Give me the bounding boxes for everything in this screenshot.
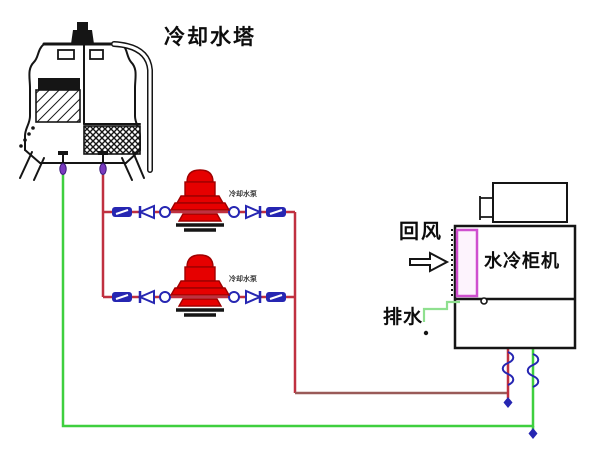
water-cooled-cabinet-drawing (451, 182, 577, 350)
return-air-arrow-icon (409, 251, 450, 273)
drain-label: 排水 (383, 307, 424, 328)
gauge-icon (159, 291, 171, 303)
red-pipe-end-fitting-icon (503, 397, 513, 408)
drain-end-dot (423, 330, 429, 336)
check-valve-icon (245, 204, 263, 220)
pump-branch-2 (103, 254, 295, 317)
cooling-tower-label: 冷却水塔 (164, 26, 256, 49)
cabinet-label: 水冷柜机 (484, 251, 560, 271)
check-valve-icon (137, 204, 155, 220)
pump-branch-1 (103, 169, 295, 232)
return-air-label: 回风 (399, 221, 443, 243)
tower-louver-mesh (83, 125, 141, 155)
tower-fan-motor-icon (71, 22, 94, 44)
tower-outlet-right (98, 151, 108, 175)
pump-1-label: 冷却水泵 (229, 191, 257, 198)
check-valve-icon (245, 289, 263, 305)
tower-fill-hatch (35, 89, 81, 123)
pump-2-label: 冷却水泵 (229, 276, 257, 283)
valve-icon (266, 292, 286, 302)
cooling-water-pump-1-icon (169, 169, 231, 232)
green-pipe-end-fitting-icon (528, 428, 538, 439)
check-valve-icon (137, 289, 155, 305)
drain-line (422, 300, 460, 336)
valve-icon (112, 207, 132, 217)
green-riser-flex-connector-icon (526, 353, 540, 388)
valve-icon (266, 207, 286, 217)
gauge-icon (228, 291, 240, 303)
tower-outlet-left (58, 151, 68, 175)
gauge-icon (228, 206, 240, 218)
tower-bead-line (19, 126, 35, 148)
drain-outlet-circle (480, 297, 488, 305)
tower-riser-pipe (111, 41, 153, 173)
gauge-icon (159, 206, 171, 218)
cooling-water-pump-2-icon (169, 254, 231, 317)
cabinet-coil (455, 228, 479, 298)
cabinet-top-unit (492, 182, 568, 223)
valve-icon (112, 292, 132, 302)
red-riser-flex-connector-icon (501, 351, 515, 386)
cooling-tower-drawing (19, 22, 153, 181)
tower-distribution-band (38, 78, 80, 90)
